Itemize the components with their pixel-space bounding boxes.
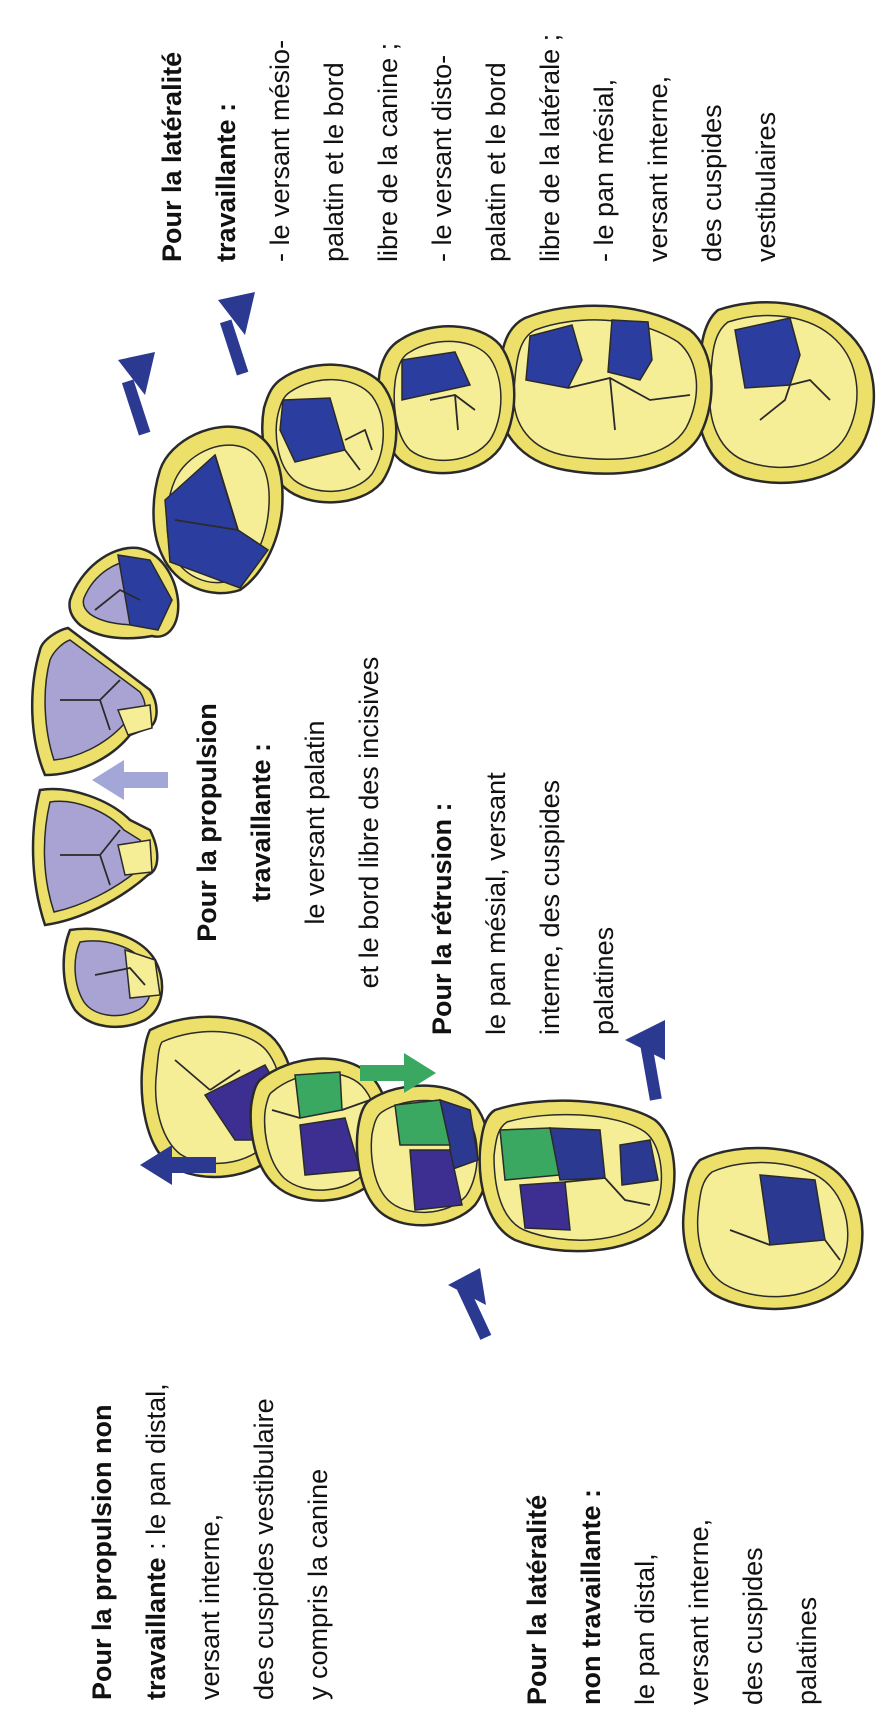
caption-line: palatines <box>780 1489 834 1705</box>
caption-line: - le versant disto- <box>415 34 469 262</box>
caption-line: des cuspides <box>726 1489 780 1705</box>
caption-line: travaillante : <box>199 34 253 262</box>
caption-line: des cuspides vestibulaire <box>237 1383 291 1700</box>
caption-line: non travaillante : <box>564 1489 618 1705</box>
caption-line: Pour la latéralité <box>510 1489 564 1705</box>
caption-line: Pour la propulsion non <box>75 1383 129 1700</box>
caption-protrusion-working: Pour la propulsion travaillante : le ver… <box>180 645 396 1000</box>
caption-line: interne, des cuspides <box>523 772 577 1035</box>
caption-line: palatin et le bord <box>307 34 361 262</box>
molar-lower-2 <box>683 1148 862 1309</box>
arrow-lateral-working-2 <box>218 292 255 375</box>
caption-line: travaillante : <box>234 645 288 1000</box>
caption-line: vestibulaires <box>739 34 793 262</box>
caption-line: travaillante : le pan distal, <box>129 1383 183 1700</box>
caption-line: le pan mésial, versant <box>469 772 523 1035</box>
arrow-lateral-working-1 <box>118 352 155 435</box>
caption-line: - le versant mésio- <box>253 34 307 262</box>
caption-lateral-nonworking: Pour la latéralité non travaillante : le… <box>510 1489 834 1705</box>
caption-line: Pour la latéralité <box>145 34 199 262</box>
caption-line: libre de la canine ; <box>361 34 415 262</box>
caption-line: - le pan mésial, <box>577 34 631 262</box>
caption-protrusion-nonworking: Pour la propulsion non travaillante : le… <box>75 1383 345 1700</box>
molar-upper-2 <box>498 306 712 474</box>
caption-line: versant interne, <box>672 1489 726 1705</box>
caption-lateral-working: Pour la latéralité travaillante : - le v… <box>145 34 793 262</box>
molar-lower-1 <box>480 1101 675 1251</box>
premolar-upper-1 <box>378 326 514 473</box>
caption-line: des cuspides <box>685 34 739 262</box>
central-incisor-2 <box>33 789 157 925</box>
arrow-protrusion-working <box>92 760 168 800</box>
central-incisor-1 <box>32 628 156 775</box>
caption-line: Pour la rétrusion : <box>415 772 469 1035</box>
arrow-lateral-nonworking-2 <box>448 1268 491 1340</box>
canine-upper <box>154 427 283 593</box>
caption-line: et le bord libre des incisives <box>342 645 396 1000</box>
caption-line: le pan distal, <box>618 1489 672 1705</box>
caption-line: versant interne, <box>183 1383 237 1700</box>
lateral-incisor-lower-side <box>64 929 162 1027</box>
caption-line: libre de la latérale ; <box>523 34 577 262</box>
molar-upper-1 <box>698 302 874 483</box>
premolar-lower-2 <box>357 1086 490 1226</box>
caption-line: y compris la canine <box>291 1383 345 1700</box>
arrow-lateral-nonworking-1 <box>625 1020 665 1101</box>
caption-line: palatines <box>577 772 631 1035</box>
caption-line: Pour la propulsion <box>180 645 234 1000</box>
caption-line: le versant palatin <box>288 645 342 1000</box>
caption-line: versant interne, <box>631 34 685 262</box>
caption-retrusion: Pour la rétrusion : le pan mésial, versa… <box>415 772 631 1035</box>
lateral-incisor-upper-1 <box>69 548 178 639</box>
caption-line: palatin et le bord <box>469 34 523 262</box>
